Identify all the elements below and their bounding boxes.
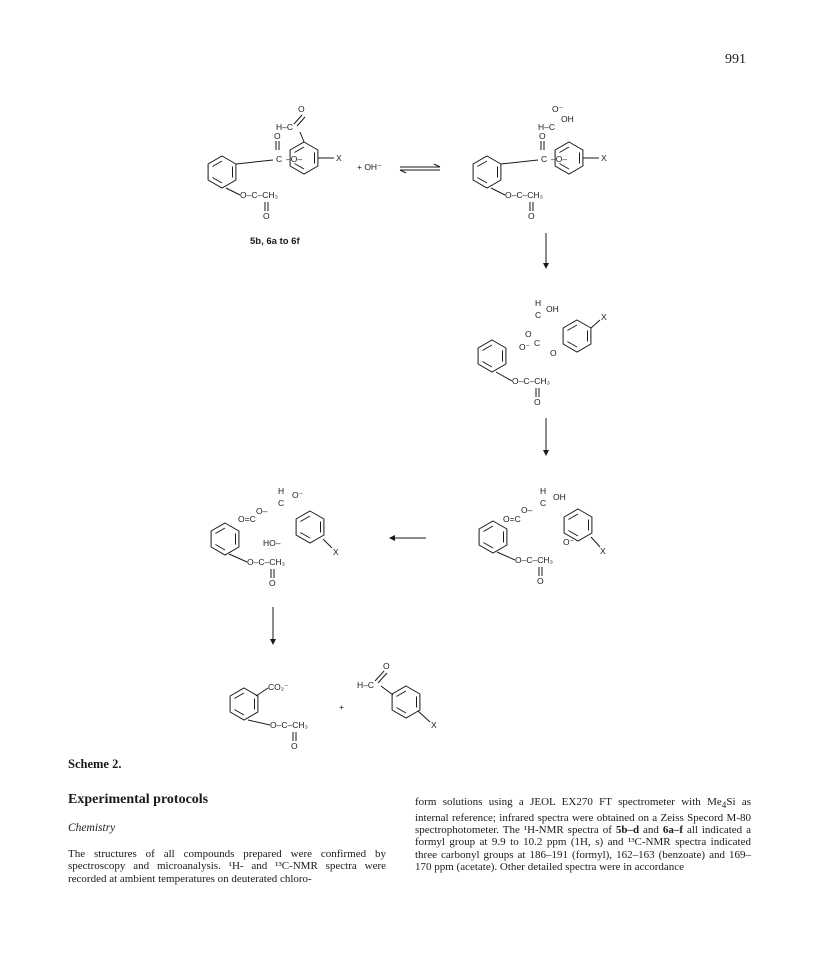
svg-text:O: O [298, 104, 305, 114]
svg-text:C: C [534, 338, 540, 348]
svg-text:O–C–CH₃: O–C–CH₃ [247, 557, 285, 567]
svg-text:O: O [274, 131, 281, 141]
svg-text:C: C [540, 498, 546, 508]
structure-phenol-intermediate: H C O⁻ O– O=C HO– X O–C–CH₃ O [210, 486, 339, 588]
svg-text:X: X [336, 153, 342, 163]
structure-aldehyde-ester: C O –O– H–C O X O–C–CH₃ O [207, 104, 342, 221]
svg-text:O–: O– [521, 505, 533, 515]
paragraph-right-column: form solutions using a JEOL EX270 FT spe… [415, 796, 751, 874]
structure-cyclic-intermediate: H C OH O O⁻ C O X O–C–CH₃ O [477, 298, 607, 407]
svg-text:X: X [600, 546, 606, 556]
svg-text:O: O [269, 578, 276, 588]
svg-text:H: H [278, 486, 284, 496]
structure-ring-opened-alkoxide: H C OH O– O=C O⁻ X O–C–CH₃ O [478, 486, 606, 586]
section-subheading: Chemistry [68, 822, 116, 834]
svg-text:O: O [528, 211, 535, 221]
svg-text:H–C: H–C [276, 122, 293, 132]
svg-text:X: X [601, 153, 607, 163]
hydroxide-reagent: + OH⁻ [357, 162, 382, 172]
scheme-caption: Scheme 2. [68, 757, 122, 771]
paragraph-left-column: The structures of all compounds prepared… [68, 848, 386, 885]
svg-text:O–C–CH₃: O–C–CH₃ [505, 190, 543, 200]
svg-text:O: O [550, 348, 557, 358]
structure-tetrahedral-adduct: C O –O– H–C OH O⁻ X O–C–CH₃ O [472, 104, 607, 221]
svg-text:O–C–CH₃: O–C–CH₃ [512, 376, 550, 386]
svg-text:O=C: O=C [503, 514, 521, 524]
svg-text:X: X [601, 312, 607, 322]
svg-text:–O–: –O– [286, 154, 302, 164]
svg-text:C: C [278, 498, 284, 508]
svg-text:C: C [276, 154, 282, 164]
svg-text:CO₂⁻: CO₂⁻ [268, 682, 289, 692]
svg-text:O–C–CH₃: O–C–CH₃ [270, 720, 308, 730]
svg-text:O⁻: O⁻ [552, 104, 563, 114]
reaction-scheme-diagram: C O –O– H–C O X O–C–CH₃ O 5b, 6a to 6f +… [207, 104, 607, 750]
svg-text:O⁻: O⁻ [519, 342, 530, 352]
svg-text:–O–: –O– [551, 154, 567, 164]
svg-text:O: O [537, 576, 544, 586]
structure-benzaldehyde-product: H–C O X [357, 661, 437, 730]
svg-text:O: O [383, 661, 390, 671]
svg-text:O: O [534, 397, 541, 407]
svg-text:O: O [263, 211, 270, 221]
svg-text:OH: OH [553, 492, 566, 502]
compound-label: 5b, 6a to 6f [250, 236, 300, 247]
svg-text:O–: O– [256, 506, 268, 516]
svg-text:H–C: H–C [538, 122, 555, 132]
svg-text:O–C–CH₃: O–C–CH₃ [515, 555, 553, 565]
svg-text:O–C–CH₃: O–C–CH₃ [240, 190, 278, 200]
svg-text:H–C: H–C [357, 680, 374, 690]
svg-text:HO–: HO– [263, 538, 281, 548]
svg-text:O=C: O=C [238, 514, 256, 524]
svg-text:C: C [535, 310, 541, 320]
svg-text:X: X [333, 547, 339, 557]
page-number: 991 [725, 52, 746, 67]
svg-text:C: C [541, 154, 547, 164]
svg-text:O: O [525, 329, 532, 339]
svg-text:OH: OH [561, 114, 574, 124]
svg-text:H: H [535, 298, 541, 308]
svg-text:X: X [431, 720, 437, 730]
equilibrium-arrow [399, 163, 441, 174]
plus-sign: + [339, 702, 344, 712]
svg-text:O⁻: O⁻ [292, 490, 303, 500]
svg-text:O: O [291, 741, 298, 750]
svg-text:H: H [540, 486, 546, 496]
svg-text:O: O [539, 131, 546, 141]
structure-acetylsalicylate-product: CO₂⁻ O–C–CH₃ O [229, 682, 308, 750]
svg-text:OH: OH [546, 304, 559, 314]
svg-text:O⁻: O⁻ [563, 537, 574, 547]
section-heading: Experimental protocols [68, 792, 209, 807]
